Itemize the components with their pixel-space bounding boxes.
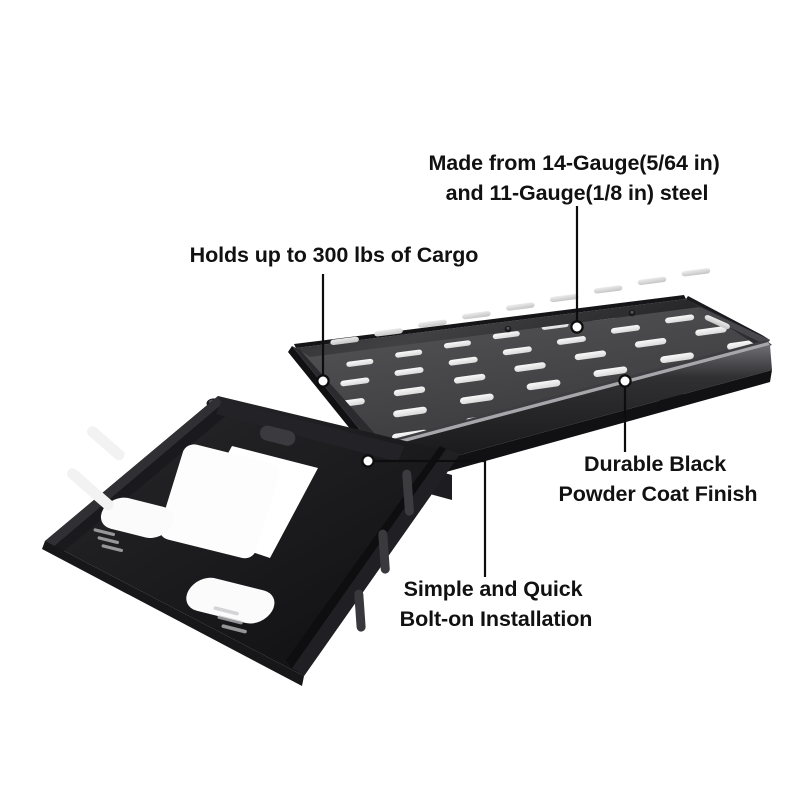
bracket-right-flange bbox=[292, 449, 460, 676]
deck-right-rail bbox=[686, 296, 770, 349]
leader-lines bbox=[316, 206, 632, 577]
bracket-bottom-edge bbox=[42, 541, 304, 686]
bracket-cutouts bbox=[67, 426, 318, 634]
leader-dot-capacity bbox=[316, 374, 330, 388]
deck-left-rail bbox=[288, 344, 386, 456]
callout-material-line-2: and 11-Gauge(1/8 in) steel bbox=[446, 181, 709, 205]
deck-front-rail bbox=[382, 340, 772, 487]
callout-material-text: Made from 14-Gauge(5/64 in) and 11-Gauge… bbox=[428, 151, 725, 205]
bracket-edge-slot bbox=[87, 426, 125, 461]
callout-finish-text: Durable Black Powder Coat Finish bbox=[559, 452, 758, 506]
bracket-upper-crossmember bbox=[216, 400, 404, 462]
leader-installation bbox=[374, 459, 487, 577]
bracket-hole-lower bbox=[186, 577, 275, 624]
bracket-vent-marks-lower bbox=[213, 606, 247, 634]
deck-far-rail bbox=[294, 268, 711, 357]
bolt-highlight bbox=[630, 310, 634, 314]
callout-labels: Made from 14-Gauge(5/64 in) and 11-Gauge… bbox=[190, 151, 758, 631]
callout-finish-line-2: Powder Coat Finish bbox=[559, 482, 758, 506]
leader-dot-finish bbox=[618, 374, 632, 388]
callout-material-line-1: Made from 14-Gauge(5/64 in) bbox=[428, 151, 719, 175]
callout-installation-text: Simple and Quick Bolt-on Installation bbox=[400, 577, 593, 631]
bracket-edge-slot bbox=[67, 468, 114, 511]
bracket-hole-upper bbox=[100, 497, 174, 538]
leader-dot-material bbox=[570, 320, 584, 334]
mounting-bracket-plate bbox=[42, 396, 460, 686]
leader-dot-installation bbox=[361, 454, 375, 468]
crossmember-slot bbox=[259, 425, 296, 446]
bracket-flange-slots bbox=[354, 469, 414, 632]
bracket-vent-marks-upper bbox=[93, 528, 124, 553]
bracket-window-rounded bbox=[159, 444, 280, 559]
far-rail-slots bbox=[330, 268, 711, 345]
bolt-highlight bbox=[506, 326, 510, 330]
callout-finish-line-1: Durable Black bbox=[584, 452, 726, 476]
product-illustration bbox=[42, 268, 772, 686]
callout-installation-line-2: Bolt-on Installation bbox=[400, 607, 593, 631]
callout-installation-line-1: Simple and Quick bbox=[404, 577, 583, 601]
callout-capacity-line-1: Holds up to 300 lbs of Cargo bbox=[190, 243, 479, 267]
callout-capacity-text: Holds up to 300 lbs of Cargo bbox=[190, 243, 479, 267]
